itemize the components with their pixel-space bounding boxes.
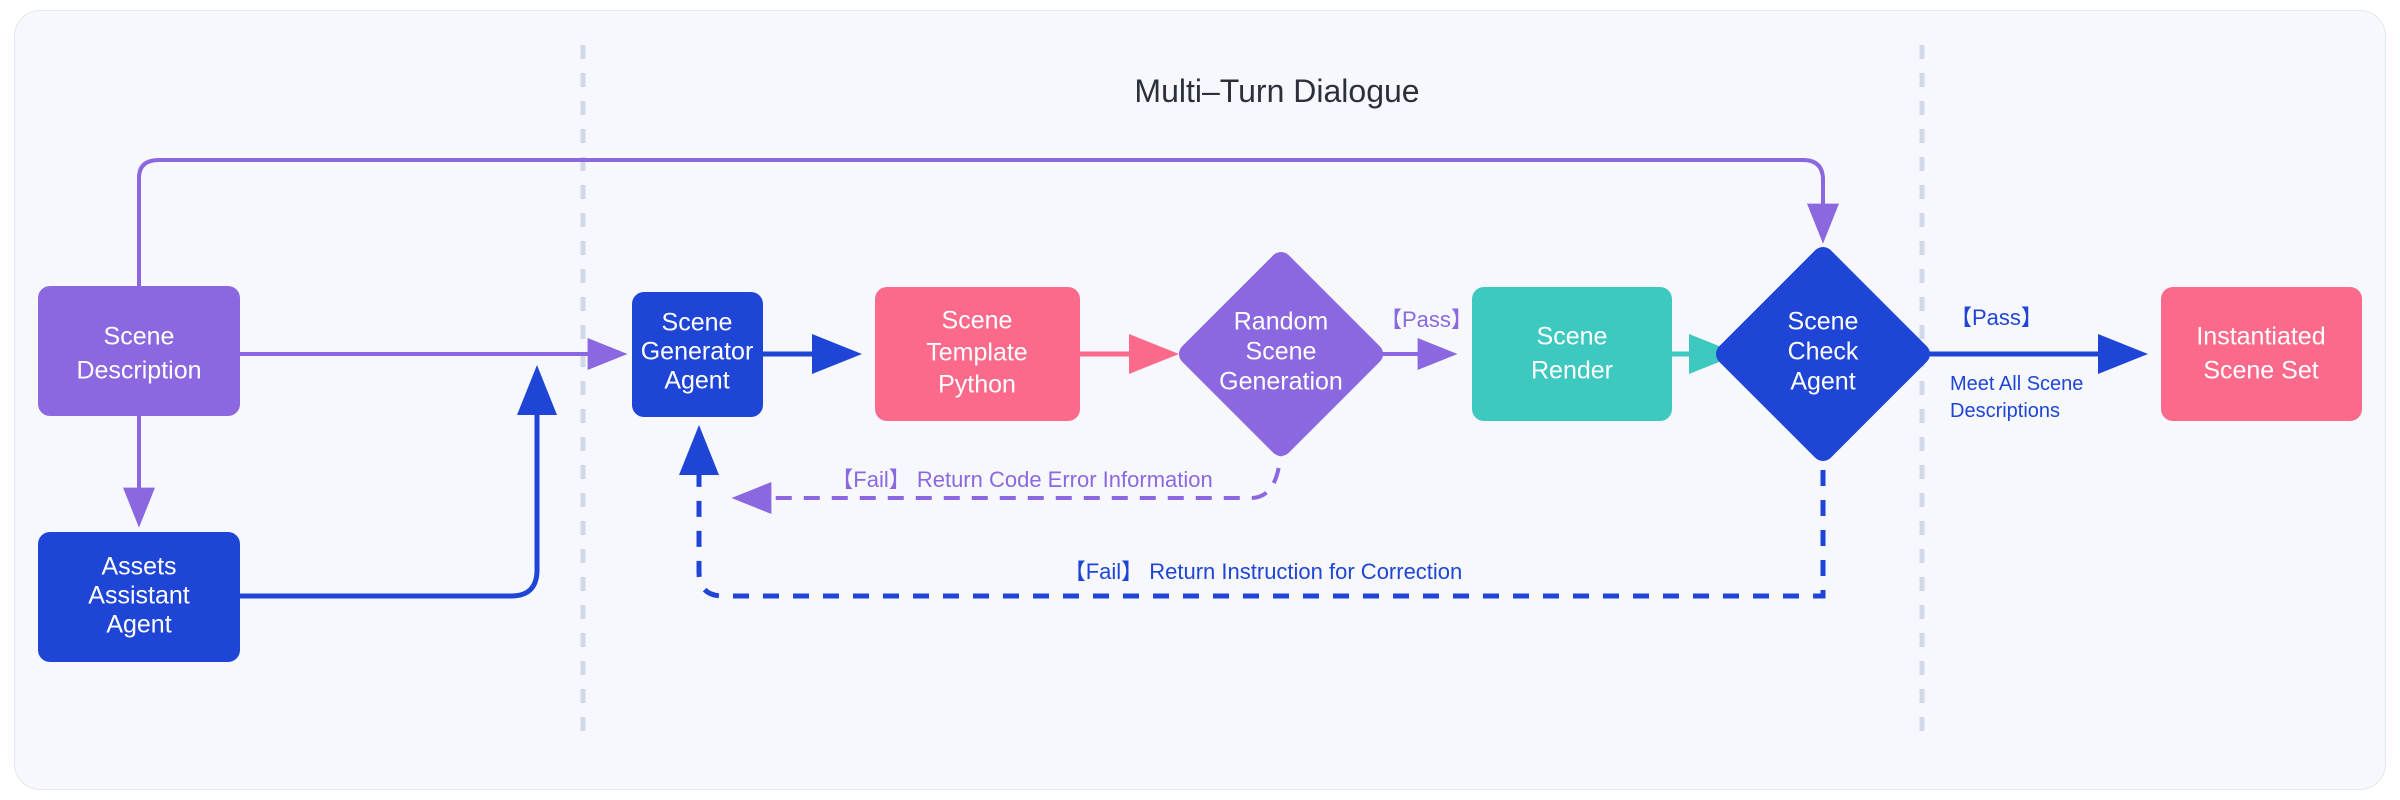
node-random-scene-generation-line1: Random <box>1234 308 1329 336</box>
node-instantiated-scene-set-line2: Scene Set <box>2203 357 2318 385</box>
node-scene-template-python[interactable]: Scene Template Python <box>875 287 1080 421</box>
node-scene-template-python-line2: Template <box>926 339 1027 367</box>
edge-label-meet-all-scene-line2: Descriptions <box>1950 400 2060 422</box>
node-instantiated-scene-set-line1: Instantiated <box>2196 323 2325 351</box>
edge-fail-instruction <box>679 425 1826 599</box>
node-assets-assistant-agent[interactable]: Assets Assistant Agent <box>38 532 240 662</box>
diagram-title: Multi–Turn Dialogue <box>1134 73 1419 109</box>
diagram-panel <box>14 10 2386 790</box>
edge-assets-to-generator <box>240 365 557 599</box>
node-scene-template-python-line1: Scene <box>942 307 1013 335</box>
node-assets-assistant-agent-line2: Assistant <box>88 582 189 610</box>
edge-feedback-top-loop <box>137 158 1839 286</box>
node-scene-render[interactable]: Scene Render <box>1472 287 1672 421</box>
node-scene-description-line2: Description <box>76 357 201 385</box>
edge-label-pass-to-render: 【Pass】 <box>1380 307 1473 332</box>
node-scene-generator-agent[interactable]: Scene Generator Agent <box>632 292 763 417</box>
node-random-scene-generation[interactable]: Random Scene Generation <box>1179 252 1383 456</box>
node-scene-generator-agent-line3: Agent <box>664 367 729 395</box>
node-assets-assistant-agent-line1: Assets <box>101 553 176 581</box>
edge-label-fail-instruction: 【Fail】 Return Instruction for Correction <box>1064 559 1463 584</box>
node-scene-check-agent-line3: Agent <box>1790 368 1855 396</box>
node-random-scene-generation-line3: Generation <box>1219 368 1343 396</box>
node-scene-description[interactable]: Scene Description <box>38 286 240 416</box>
node-scene-generator-agent-line2: Generator <box>641 338 754 366</box>
node-scene-generator-agent-line1: Scene <box>662 309 733 337</box>
edge-label-fail-code-error: 【Fail】 Return Code Error Information <box>831 467 1212 492</box>
node-instantiated-scene-set[interactable]: Instantiated Scene Set <box>2161 287 2362 421</box>
edge-label-meet-all-scene-line1: Meet All Scene <box>1950 373 2083 395</box>
node-scene-render-line2: Render <box>1531 357 1613 385</box>
node-scene-check-agent-line1: Scene <box>1788 308 1859 336</box>
node-random-scene-generation-line2: Scene <box>1246 338 1317 366</box>
node-scene-check-agent-line2: Check <box>1788 338 1859 366</box>
edge-label-pass-to-output: 【Pass】 <box>1950 305 2043 330</box>
node-assets-assistant-agent-line3: Agent <box>106 611 171 639</box>
node-scene-render-line1: Scene <box>1537 323 1608 351</box>
node-scene-template-python-line3: Python <box>938 371 1016 399</box>
node-scene-description-line1: Scene <box>104 323 175 351</box>
node-scene-check-agent[interactable]: Scene Check Agent <box>1716 247 1930 461</box>
